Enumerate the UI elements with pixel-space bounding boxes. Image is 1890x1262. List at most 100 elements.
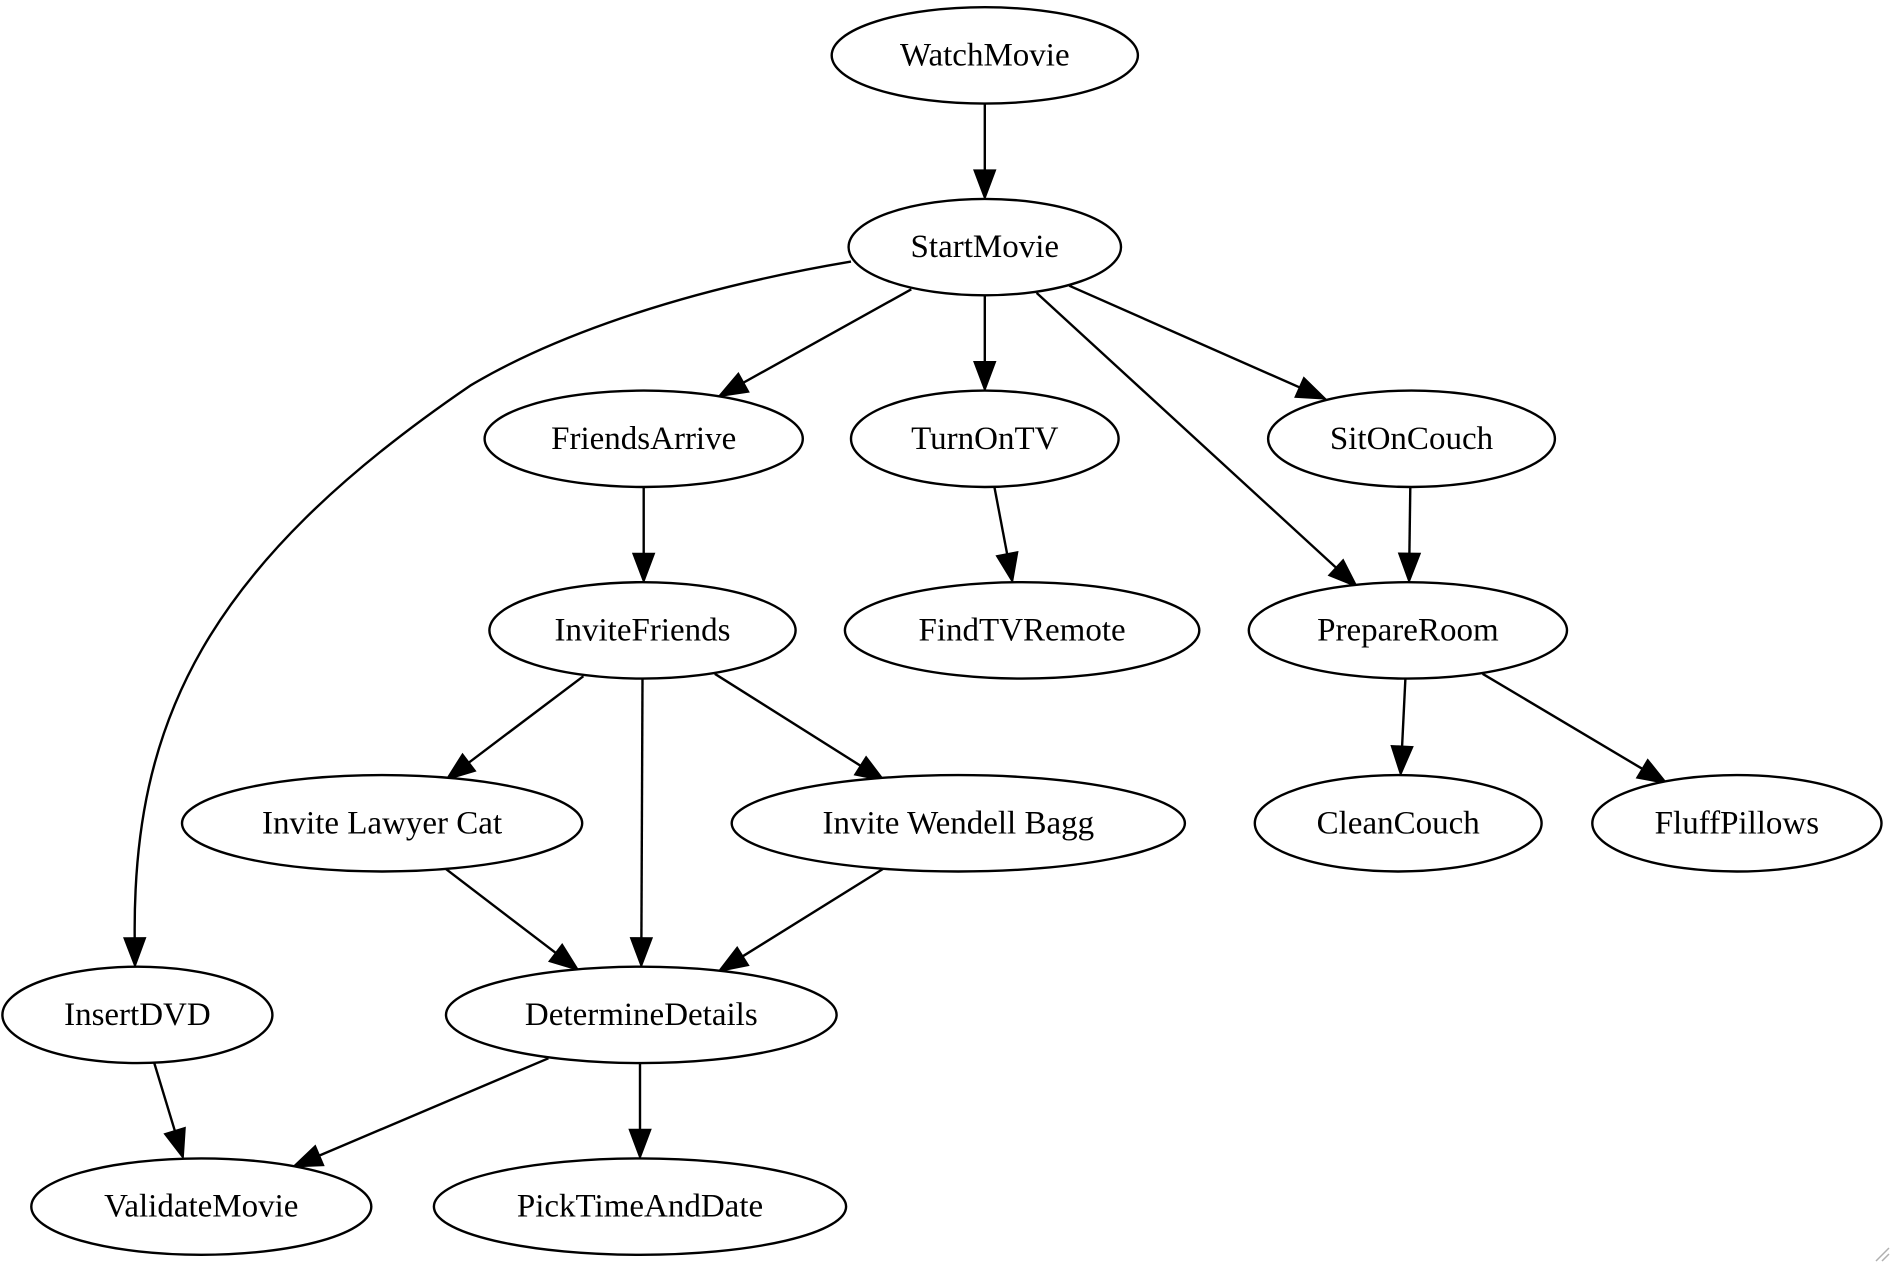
edge-start-movie-to-turn-on-tv (973, 295, 997, 393)
edge-start-movie-to-sit-on-couch (1068, 284, 1328, 400)
node-determine-details[interactable]: DetermineDetails (444, 965, 838, 1065)
edge-invite-lawyer-cat-to-determine-details (445, 868, 580, 972)
edge-prepare-room-to-fluff-pillows (1481, 672, 1669, 785)
edge-invite-friends-to-invite-wendell-bagg (714, 672, 887, 783)
node-ellipse[interactable] (1253, 773, 1543, 873)
node-ellipse[interactable] (830, 6, 1140, 105)
edge-line (1035, 292, 1337, 569)
edge-determine-details-to-pick-time-and-date (628, 1063, 652, 1161)
node-invite-wendell-bagg[interactable]: Invite Wendell Bagg (730, 773, 1187, 873)
node-find-tv-remote[interactable]: FindTVRemote (843, 581, 1201, 680)
node-label: CleanCouch (1317, 805, 1481, 841)
node-ellipse[interactable] (488, 581, 797, 680)
node-label: InviteFriends (555, 612, 731, 648)
arrow-head-icon (716, 371, 750, 398)
node-label: DetermineDetails (525, 997, 758, 1033)
node-invite-friends[interactable]: InviteFriends (488, 581, 797, 680)
arrow-head-icon (1294, 376, 1328, 400)
node-prepare-room[interactable]: PrepareRoom (1247, 581, 1569, 680)
edge-line (742, 866, 886, 958)
arrow-head-icon (1397, 552, 1422, 584)
node-ellipse[interactable] (843, 581, 1201, 680)
node-ellipse[interactable] (1266, 389, 1557, 489)
edge-sit-on-couch-to-prepare-room (1397, 486, 1422, 584)
node-label: SitOnCouch (1330, 421, 1494, 457)
node-start-movie[interactable]: StartMovie (847, 197, 1123, 297)
node-label: FriendsArrive (551, 421, 736, 457)
arrow-head-icon (973, 361, 997, 393)
node-ellipse[interactable] (444, 965, 838, 1065)
node-turn-on-tv[interactable]: TurnOnTV (849, 389, 1120, 489)
node-label: WatchMovie (900, 37, 1070, 73)
edge-line (1068, 284, 1300, 389)
arrow-head-icon (291, 1144, 325, 1168)
edge-friends-arrive-to-invite-friends (631, 487, 656, 584)
edge-invite-wendell-bagg-to-determine-details (716, 866, 886, 973)
node-label: InsertDVD (64, 997, 211, 1033)
node-ellipse[interactable] (483, 389, 805, 489)
arrow-head-icon (1635, 758, 1669, 785)
edge-line (319, 1057, 549, 1157)
node-sit-on-couch[interactable]: SitOnCouch (1266, 389, 1557, 489)
edge-invite-friends-to-invite-lawyer-cat (444, 675, 585, 781)
arrow-head-icon (716, 945, 750, 973)
edge-line (1408, 486, 1412, 554)
edge-turn-on-tv-to-find-tv-remote (993, 486, 1019, 584)
node-ellipse[interactable] (180, 773, 584, 873)
node-clean-couch[interactable]: CleanCouch (1253, 773, 1543, 873)
node-label: StartMovie (911, 229, 1059, 265)
node-friends-arrive[interactable]: FriendsArrive (483, 389, 805, 489)
edge-insert-dvd-to-validate-movie (153, 1062, 186, 1160)
edge-line (993, 486, 1009, 555)
edge-start-movie-to-friends-arrive (716, 288, 912, 398)
node-fluff-pillows[interactable]: FluffPillows (1591, 773, 1883, 873)
edge-watch-movie-to-start-movie (973, 103, 997, 201)
arrow-head-icon (995, 550, 1019, 584)
edges-layer (123, 103, 1669, 1168)
node-label: PrepareRoom (1317, 612, 1499, 648)
node-ellipse[interactable] (1, 965, 274, 1065)
edge-start-movie-to-insert-dvd (123, 260, 852, 969)
node-ellipse[interactable] (30, 1157, 373, 1257)
edge-line (1481, 672, 1643, 770)
node-validate-movie[interactable]: ValidateMovie (30, 1157, 373, 1257)
arrow-head-icon (631, 552, 656, 584)
node-pick-time-and-date[interactable]: PickTimeAndDate (432, 1157, 848, 1257)
node-ellipse[interactable] (432, 1157, 848, 1257)
edge-start-movie-to-prepare-room (1035, 292, 1359, 589)
node-ellipse[interactable] (849, 389, 1120, 489)
node-label: TurnOnTV (911, 421, 1058, 457)
node-ellipse[interactable] (730, 773, 1187, 873)
edge-prepare-room-to-clean-couch (1390, 678, 1414, 777)
edge-invite-friends-to-determine-details (629, 678, 654, 969)
arrow-head-icon (547, 943, 580, 972)
node-label: FluffPillows (1655, 805, 1819, 841)
edge-line (133, 260, 852, 938)
edge-line (468, 675, 585, 764)
node-ellipse[interactable] (1247, 581, 1569, 680)
node-label: Invite Wendell Bagg (822, 805, 1094, 841)
resize-grip-icon (1875, 1247, 1890, 1262)
edge-line (743, 288, 912, 384)
node-insert-dvd[interactable]: InsertDVD (1, 965, 274, 1065)
edge-line (153, 1062, 176, 1132)
edge-line (445, 868, 557, 954)
edge-line (1400, 678, 1407, 747)
arrow-head-icon (1327, 558, 1359, 589)
arrow-head-icon (1390, 744, 1414, 777)
node-label: PickTimeAndDate (517, 1189, 763, 1225)
node-ellipse[interactable] (1591, 773, 1883, 873)
node-watch-movie[interactable]: WatchMovie (830, 6, 1140, 105)
arrow-head-icon (973, 169, 997, 201)
arrow-head-icon (163, 1126, 186, 1160)
node-invite-lawyer-cat[interactable]: Invite Lawyer Cat (180, 773, 584, 873)
arrow-head-icon (444, 752, 477, 781)
edge-line (640, 678, 644, 938)
node-ellipse[interactable] (847, 197, 1123, 297)
node-label: ValidateMovie (104, 1189, 298, 1225)
edge-determine-details-to-validate-movie (291, 1057, 549, 1168)
arrow-head-icon (629, 937, 654, 969)
edge-line (714, 672, 861, 767)
